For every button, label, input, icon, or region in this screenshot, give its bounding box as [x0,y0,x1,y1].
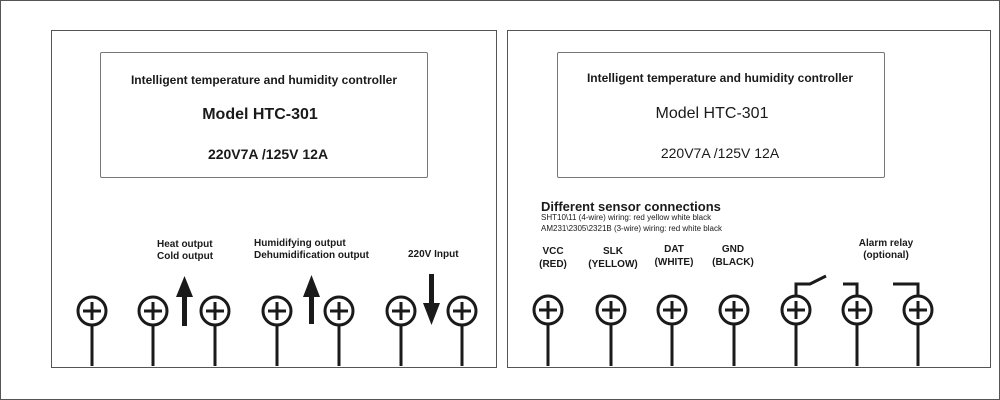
vcc-label: VCC [542,246,564,257]
terminal-screw-icon [446,295,478,366]
terminal-screw-icon [323,295,355,366]
slk-color: (YELLOW) [588,259,638,270]
gnd-color: (BLACK) [712,257,754,268]
relay-contact-icon [794,274,859,296]
cold-output-label: Cold output [157,251,214,262]
terminal-screw-icon [595,294,627,366]
left-label-rating: 220V7A /125V 12A [207,146,329,162]
heat-output-label: Heat output [157,239,213,250]
dat-color: (WHITE) [654,257,694,268]
terminal-screw-icon [137,295,169,366]
left-label-title: Intelligent temperature and humidity con… [130,73,398,87]
arrow-up-icon [176,276,193,326]
relay-contact-icon [893,282,920,296]
terminal-screw-icon [385,295,417,366]
terminal-screw-icon [902,294,934,366]
dehumidification-output-label: Dehumidification output [254,250,369,261]
terminal-screw-icon [656,294,688,366]
left-product-label [100,52,428,178]
gnd-label: GND [721,244,745,255]
terminal-screw-icon [780,294,812,366]
sensor-heading: Different sensor connections [541,199,721,214]
arrow-down-icon [423,274,440,325]
terminal-screw-icon [718,294,750,366]
vcc-color: (RED) [539,259,567,270]
terminal-screw-icon [841,294,873,366]
left-label-model: Model HTC-301 [202,106,318,123]
alarm-relay-optional: (optional) [863,250,909,261]
humidifying-output-label: Humidifying output [254,238,346,249]
terminal-screw-icon [199,295,231,366]
alarm-relay-label: Alarm relay [858,238,914,249]
right-label-rating: 220V7A /125V 12A [660,145,780,161]
dat-label: DAT [664,244,684,255]
right-label-title: Intelligent temperature and humidity con… [586,71,854,85]
right-product-label [557,52,885,178]
input-220v-label: 220V Input [408,249,459,260]
terminal-screw-icon [76,295,108,366]
sensor-note-4wire: SHT10\11 (4-wire) wiring: red yellow whi… [541,213,712,222]
right-label-model: Model HTC-301 [655,105,769,122]
sensor-note-3wire: AM231\2305\2321B (3-wire) wiring: red wh… [541,224,722,233]
terminal-screw-icon [261,295,293,366]
slk-label: SLK [603,246,623,257]
arrow-up-icon [303,275,320,324]
terminal-screw-icon [532,294,564,366]
